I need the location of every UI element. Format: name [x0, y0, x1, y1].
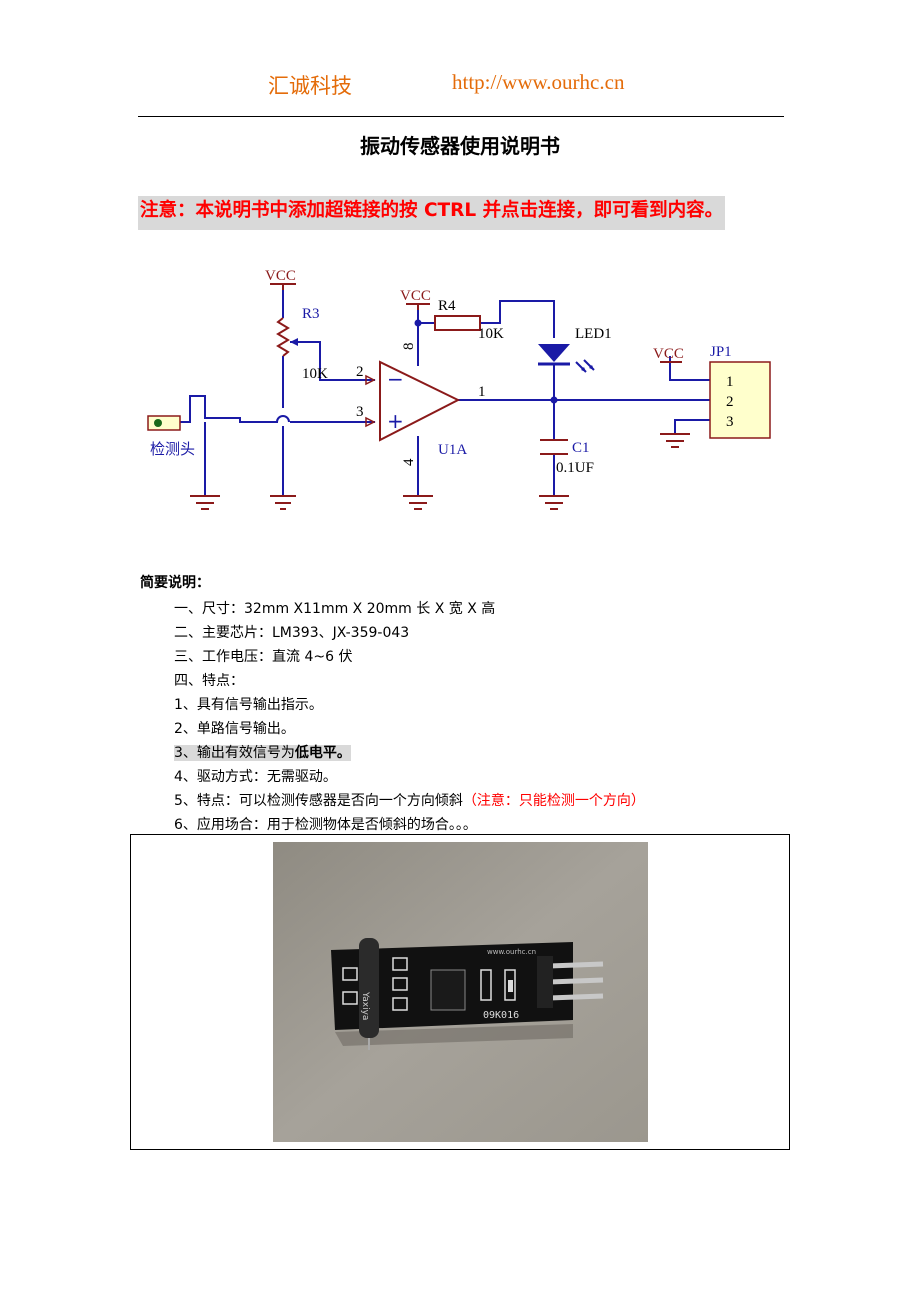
opamp-pin1: 1	[478, 384, 486, 400]
r3-label: R3	[302, 306, 320, 322]
notice-banner: 注意：本说明书中添加超链接的按 CTRL 并点击连接，即可看到内容。	[138, 196, 726, 230]
opamp-pin8: 8	[401, 343, 417, 351]
opamp-pin2: 2	[356, 364, 364, 380]
feature-5: 5、特点：可以检测传感器是否向一个方向倾斜（注意：只能检测一个方向）	[140, 789, 790, 813]
product-photo: Yaxiya 09K016 www.ourhc.cn	[273, 842, 648, 1142]
description-section: 简要说明： 一、尺寸：32mm X11mm X 20mm 长 X 宽 X 高 二…	[140, 572, 790, 837]
company-name: 汇诚科技	[268, 74, 352, 98]
page-title: 振动传感器使用说明书	[360, 134, 560, 158]
description-heading: 简要说明：	[140, 575, 210, 591]
r4-label: R4	[438, 298, 456, 314]
feature-3-text: 3、输出有效信号为	[174, 745, 295, 761]
spec-voltage: 三、工作电压：直流 4~6 伏	[174, 649, 353, 665]
r3-value: 10K	[302, 366, 328, 382]
header-divider	[138, 116, 784, 117]
spec-features-heading: 四、特点：	[174, 673, 244, 689]
feature-2: 2、单路信号输出。	[174, 721, 295, 737]
c1-value: 0.1UF	[556, 460, 594, 476]
vcc-label-jp1: VCC	[653, 346, 684, 362]
jp1-pin2: 2	[726, 394, 734, 410]
feature-5-text: 5、特点：可以检测传感器是否向一个方向倾斜	[174, 793, 463, 809]
board-url: www.ourhc.cn	[487, 948, 536, 956]
jp1-pin3: 3	[726, 414, 734, 430]
circuit-schematic: VCC VCC VCC R3 10K R4 10K LED1 JP1 1 2 3…	[147, 268, 771, 510]
vcc-label-opamp: VCC	[400, 288, 431, 304]
feature-5-warning: （注意：只能检测一个方向）	[462, 793, 645, 809]
company-url[interactable]: http://www.ourhc.cn	[452, 70, 625, 94]
probe-label: 检测头	[150, 440, 195, 458]
spec-chip: 二、主要芯片：LM393、JX-359-043	[174, 625, 410, 641]
c1-label: C1	[572, 440, 590, 456]
opamp-minus: −	[387, 367, 404, 391]
sensor-text: Yaxiya	[360, 991, 370, 1020]
opamp-pin4: 4	[401, 458, 417, 466]
jp1-pin1: 1	[726, 374, 734, 390]
feature-3-bold: 低电平。	[294, 745, 351, 761]
opamp-pin3: 3	[356, 404, 364, 420]
feature-4: 4、驱动方式：无需驱动。	[174, 769, 337, 785]
page-header: 汇诚科技 http://www.ourhc.cn	[0, 70, 920, 98]
opamp-plus: +	[387, 409, 404, 433]
spec-size: 一、尺寸：32mm X11mm X 20mm 长 X 宽 X 高	[174, 601, 496, 617]
feature-3: 3、输出有效信号为低电平。	[140, 741, 790, 765]
u1a-label: U1A	[438, 442, 467, 458]
feature-6: 6、应用场合：用于检测物体是否倾斜的场合。。。	[174, 817, 477, 833]
led-label: LED1	[575, 326, 612, 342]
product-photo-frame: Yaxiya 09K016 www.ourhc.cn	[130, 834, 790, 1150]
r4-value: 10K	[478, 326, 504, 342]
vcc-label-r3: VCC	[265, 268, 296, 284]
board-code: 09K016	[483, 1010, 519, 1021]
jp1-label: JP1	[710, 344, 732, 360]
feature-1: 1、具有信号输出指示。	[174, 697, 323, 713]
